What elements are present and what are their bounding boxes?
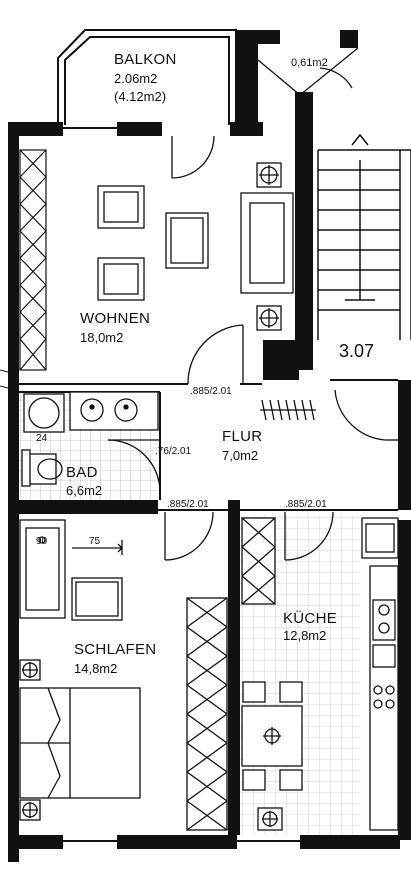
unit-number: 3.07 (339, 341, 375, 361)
door-swings (107, 47, 398, 561)
door-schlafen-size: .885/2.01 (167, 499, 209, 510)
balkon-area-alt: (4.12m2) (114, 89, 167, 104)
flur-area: 7,0m2 (222, 448, 259, 463)
flur-wardrobe (260, 399, 316, 421)
kueche-area: 12,8m2 (283, 628, 327, 643)
bathroom-fixtures (19, 391, 159, 621)
bath-dim-24: 24 (36, 433, 48, 444)
bad-label: BAD (66, 464, 98, 481)
bad-area: 6,6m2 (66, 483, 103, 498)
bath-dim-75: 75 (89, 536, 101, 547)
kitchen-furniture (241, 517, 399, 831)
door-bad-size: .76/2.01 (155, 446, 192, 457)
door-kueche-size: .885/2.01 (285, 499, 327, 510)
bedroom-furniture (19, 597, 228, 831)
flur-label: FLUR (222, 428, 263, 445)
living-furniture (97, 162, 294, 331)
balkon-area: 2.06m2 (114, 71, 158, 86)
walls (8, 30, 411, 862)
schlafen-area: 14,8m2 (74, 661, 118, 676)
bath-dim-90: 90 (36, 536, 48, 547)
wardrobe-wohnen (19, 149, 47, 371)
balkon-label: BALKON (114, 51, 177, 68)
door-wohnen-size: .885/2.01 (190, 386, 232, 397)
staircase (317, 133, 411, 340)
wohnen-area: 18,0m2 (80, 330, 124, 345)
kueche-label: KÜCHE (283, 610, 338, 627)
schlafen-label: SCHLAFEN (74, 641, 157, 658)
windows (0, 369, 9, 389)
abstell-area: 0,61m2 (291, 57, 328, 69)
wohnen-label: WOHNEN (80, 310, 151, 327)
